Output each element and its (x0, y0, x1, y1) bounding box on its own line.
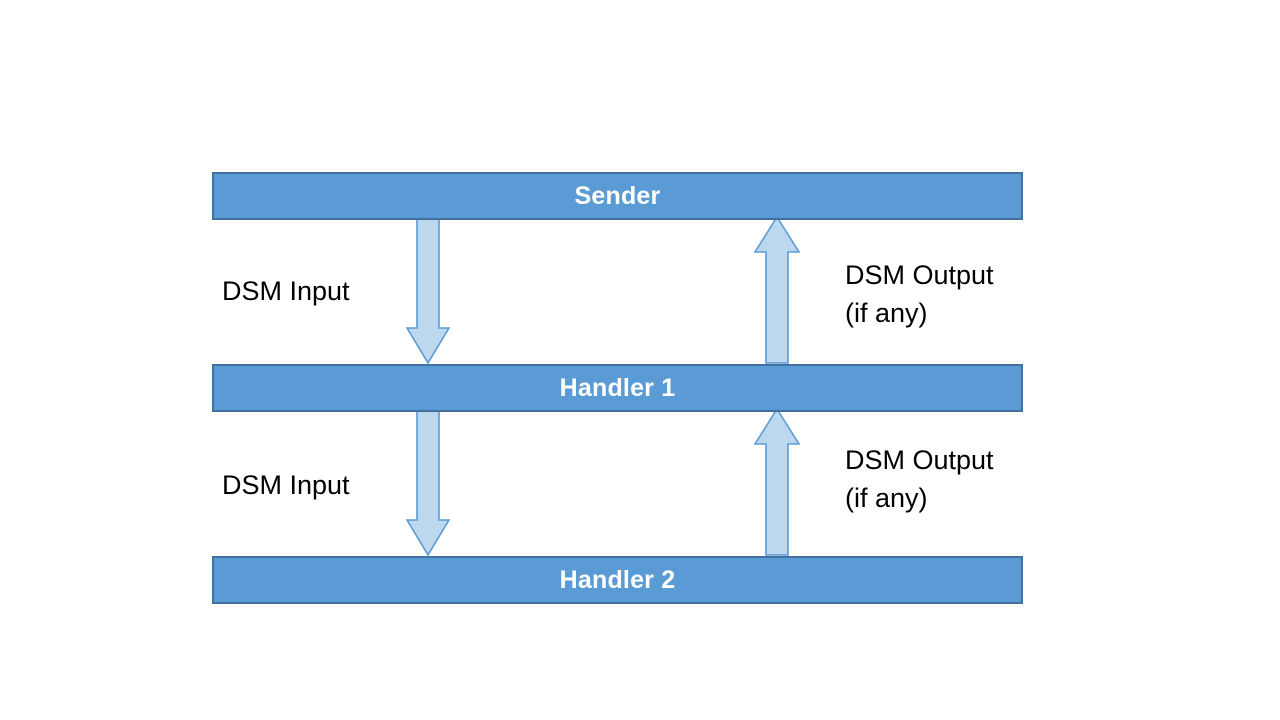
node-handler-2[interactable]: Handler 2 (212, 556, 1023, 604)
arrow-down-sender-to-handler-1 (406, 216, 450, 364)
label-dsm-output-lower: DSM Output (if any) (845, 445, 994, 513)
node-handler-2-label: Handler 2 (559, 565, 676, 594)
label-dsm-input-upper: DSM Input (222, 276, 350, 306)
node-handler-1-label: Handler 1 (559, 373, 676, 402)
node-sender[interactable]: Sender (212, 172, 1023, 220)
node-handler-1[interactable]: Handler 1 (212, 364, 1023, 412)
node-sender-label: Sender (574, 181, 661, 210)
arrow-up-handler-2-to-handler-1 (753, 408, 801, 556)
label-dsm-input-lower: DSM Input (222, 470, 350, 500)
arrow-down-handler-1-to-handler-2 (406, 408, 450, 556)
label-dsm-output-upper: DSM Output (if any) (845, 260, 994, 328)
arrow-up-handler-1-to-sender (753, 216, 801, 364)
